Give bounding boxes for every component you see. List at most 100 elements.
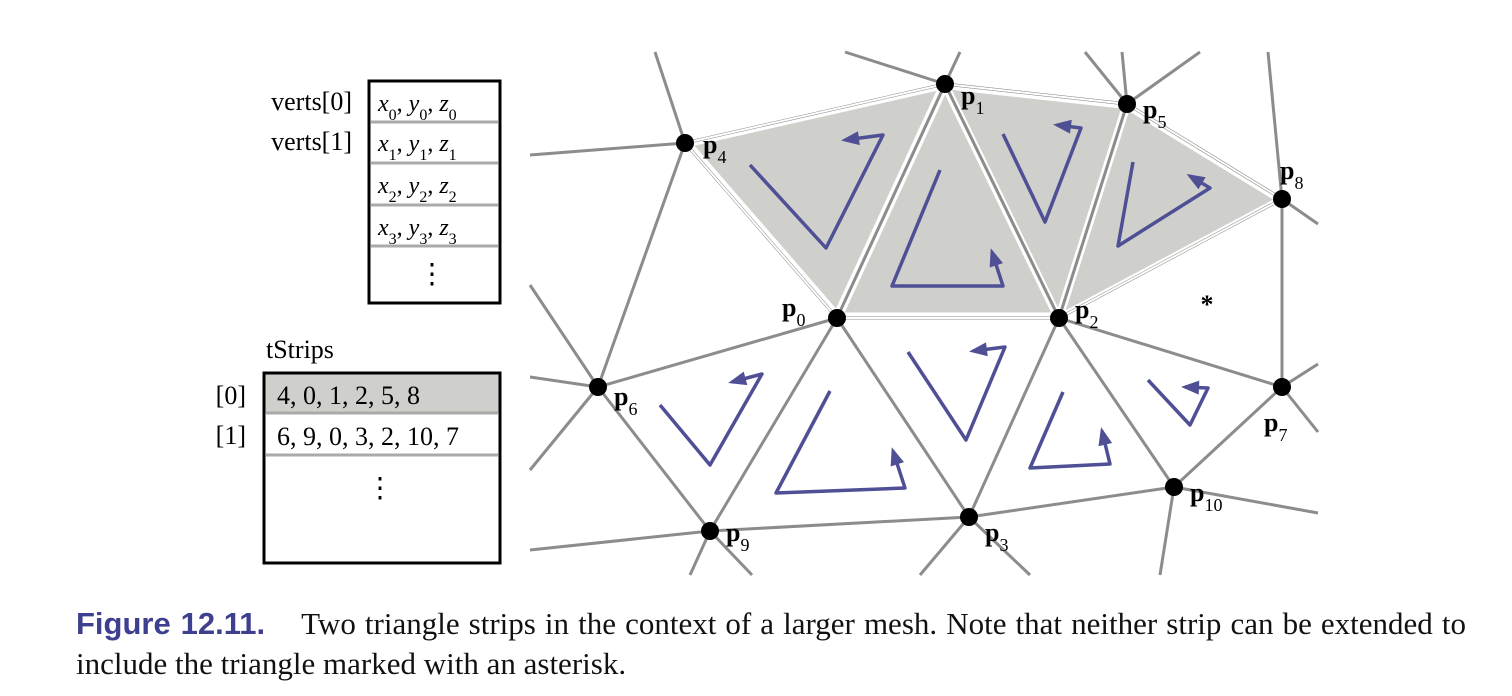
tstrips-row-0-bg (264, 373, 500, 413)
mesh-label-base: p (1075, 295, 1089, 324)
verts-row: x2, y2, z2 (377, 173, 457, 206)
verts-comma: , (397, 91, 409, 117)
verts-comma: , (397, 215, 409, 241)
verts-box (367, 79, 502, 305)
mesh-point-p7 (1273, 378, 1291, 396)
strip-0-face (951, 89, 1122, 308)
winding-arrow (658, 372, 764, 467)
winding-arrowhead (1186, 173, 1206, 190)
winding-arrow (748, 133, 885, 250)
mesh-point-p3 (960, 508, 978, 526)
mesh-edge (968, 485, 1175, 519)
mesh-label-p4: p4 (703, 130, 726, 167)
mesh-label-base: p (703, 130, 717, 159)
verts-subscript: 1 (389, 147, 397, 164)
mesh-point-p2 (1050, 309, 1068, 327)
mesh-label-base: p (985, 518, 999, 547)
verts-label-1: verts[1] (271, 127, 352, 156)
verts-coord: y (407, 215, 420, 241)
mesh-label-sub: 10 (1204, 495, 1222, 515)
verts-coord: z (438, 91, 449, 117)
verts-subscript: 2 (389, 189, 397, 206)
mesh-label-p9: p9 (726, 518, 749, 555)
mesh-point-p8 (1273, 190, 1291, 208)
mesh-edge (708, 529, 754, 577)
mesh-label-sub: 2 (1089, 312, 1098, 332)
mesh-label-p10: p10 (1190, 478, 1222, 515)
mesh-edge (529, 141, 686, 157)
mesh-label-p3: p3 (985, 518, 1008, 555)
mesh-label-sub: 3 (999, 535, 1008, 555)
mesh-edge (967, 515, 1032, 577)
mesh-edge (1126, 50, 1201, 106)
mesh-edge (596, 142, 687, 388)
mesh-label-p7: p7 (1264, 408, 1287, 445)
mesh-edge (708, 317, 839, 532)
mesh-arrows (658, 119, 1212, 495)
verts-subscript: 3 (419, 231, 427, 248)
mesh-edge (967, 317, 1061, 518)
winding-arrowhead (1181, 380, 1200, 395)
verts-coord: z (438, 215, 449, 241)
verts-subscript: 1 (449, 147, 457, 164)
winding-arrow (890, 169, 1005, 288)
verts-coord: z (438, 173, 449, 199)
strip-0-face (1065, 111, 1274, 311)
winding-arrowhead (989, 248, 1003, 268)
verts-coord: y (407, 91, 420, 117)
tstrips-label-1: [1] (216, 421, 246, 450)
mesh-point-p10 (1165, 478, 1183, 496)
verts-subscript: 2 (419, 189, 427, 206)
mesh-points (589, 75, 1291, 540)
mesh-label-sub: 8 (1294, 173, 1303, 193)
tstrips-label-0: [0] (216, 381, 246, 410)
mesh-edge (918, 516, 971, 576)
verts-subscript: 1 (419, 147, 427, 164)
mesh-edge (835, 83, 947, 319)
mesh-edge (1158, 486, 1176, 576)
mesh-label-p5: p5 (1143, 95, 1166, 132)
figure-caption: Figure 12.11.Two triangle strips in the … (76, 604, 1466, 684)
mesh-edge (1173, 485, 1319, 515)
caption-text: Two triangle strips in the context of a … (76, 606, 1466, 681)
verts-comma: , (397, 131, 409, 157)
winding-arrowhead (1098, 427, 1113, 447)
mesh-edge (597, 316, 838, 389)
mesh-edge (835, 317, 971, 518)
mesh-edge (1058, 316, 1283, 389)
tstrips-ellipsis: ⋮ (366, 473, 394, 504)
mesh-label-p0: p0 (782, 293, 805, 330)
mesh-edge (529, 375, 599, 389)
verts-comma: , (397, 173, 409, 199)
mesh-edge (528, 386, 600, 471)
mesh-edge (943, 83, 1061, 319)
mesh-label-p2: p2 (1075, 295, 1098, 332)
winding-arrow (1028, 391, 1112, 470)
verts-comma: , (427, 131, 439, 157)
mesh-point-p1 (936, 75, 954, 93)
mesh-edge (1280, 386, 1320, 433)
mesh-edge (844, 50, 946, 86)
verts-comma: , (427, 173, 439, 199)
mesh-edge (529, 529, 711, 552)
verts-coord: x (377, 131, 389, 157)
verts-coord: y (407, 173, 420, 199)
mesh-edge (528, 284, 600, 388)
verts-row: x1, y1, z1 (377, 131, 457, 164)
mesh-label-sub: 1 (975, 98, 984, 118)
tstrips-row-0: 4, 0, 1, 2, 5, 8 (277, 381, 420, 410)
mesh-label-sub: 7 (1278, 425, 1287, 445)
mesh-edge (1057, 103, 1129, 319)
verts-coord: x (377, 173, 389, 199)
mesh-point-p9 (701, 522, 719, 540)
winding-arrow (906, 345, 1007, 442)
verts-coord: z (438, 131, 449, 157)
verts-subscript: 3 (389, 231, 397, 248)
mesh-label-base: p (726, 518, 740, 547)
mesh-label-sub: 5 (1157, 112, 1166, 132)
verts-subscript: 0 (389, 107, 397, 124)
